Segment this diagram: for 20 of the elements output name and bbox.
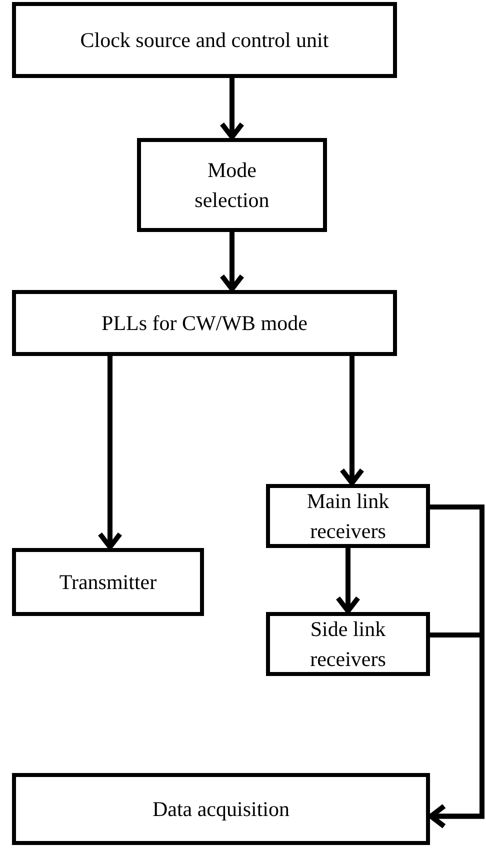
box-label: Clock source and control unit [80,27,329,54]
process-box [12,773,430,845]
box-label: PLLs for CW/WB mode [102,310,308,337]
process-box [266,484,430,548]
box-label: Data acquisition [152,796,290,823]
arrow [220,232,244,292]
box-label: Mode selection [194,157,270,214]
box-label: Transmitter [59,569,157,596]
box-label: Side link receivers [309,616,387,673]
arrow [340,356,364,486]
box-label: Main link receivers [306,488,390,545]
process-box [12,548,204,616]
arrow [220,78,244,140]
process-box [12,2,397,78]
arrow [98,356,122,550]
arrow [336,548,360,614]
process-box [12,290,397,356]
process-box [137,138,327,232]
process-box [266,612,430,676]
arrow [428,632,484,829]
